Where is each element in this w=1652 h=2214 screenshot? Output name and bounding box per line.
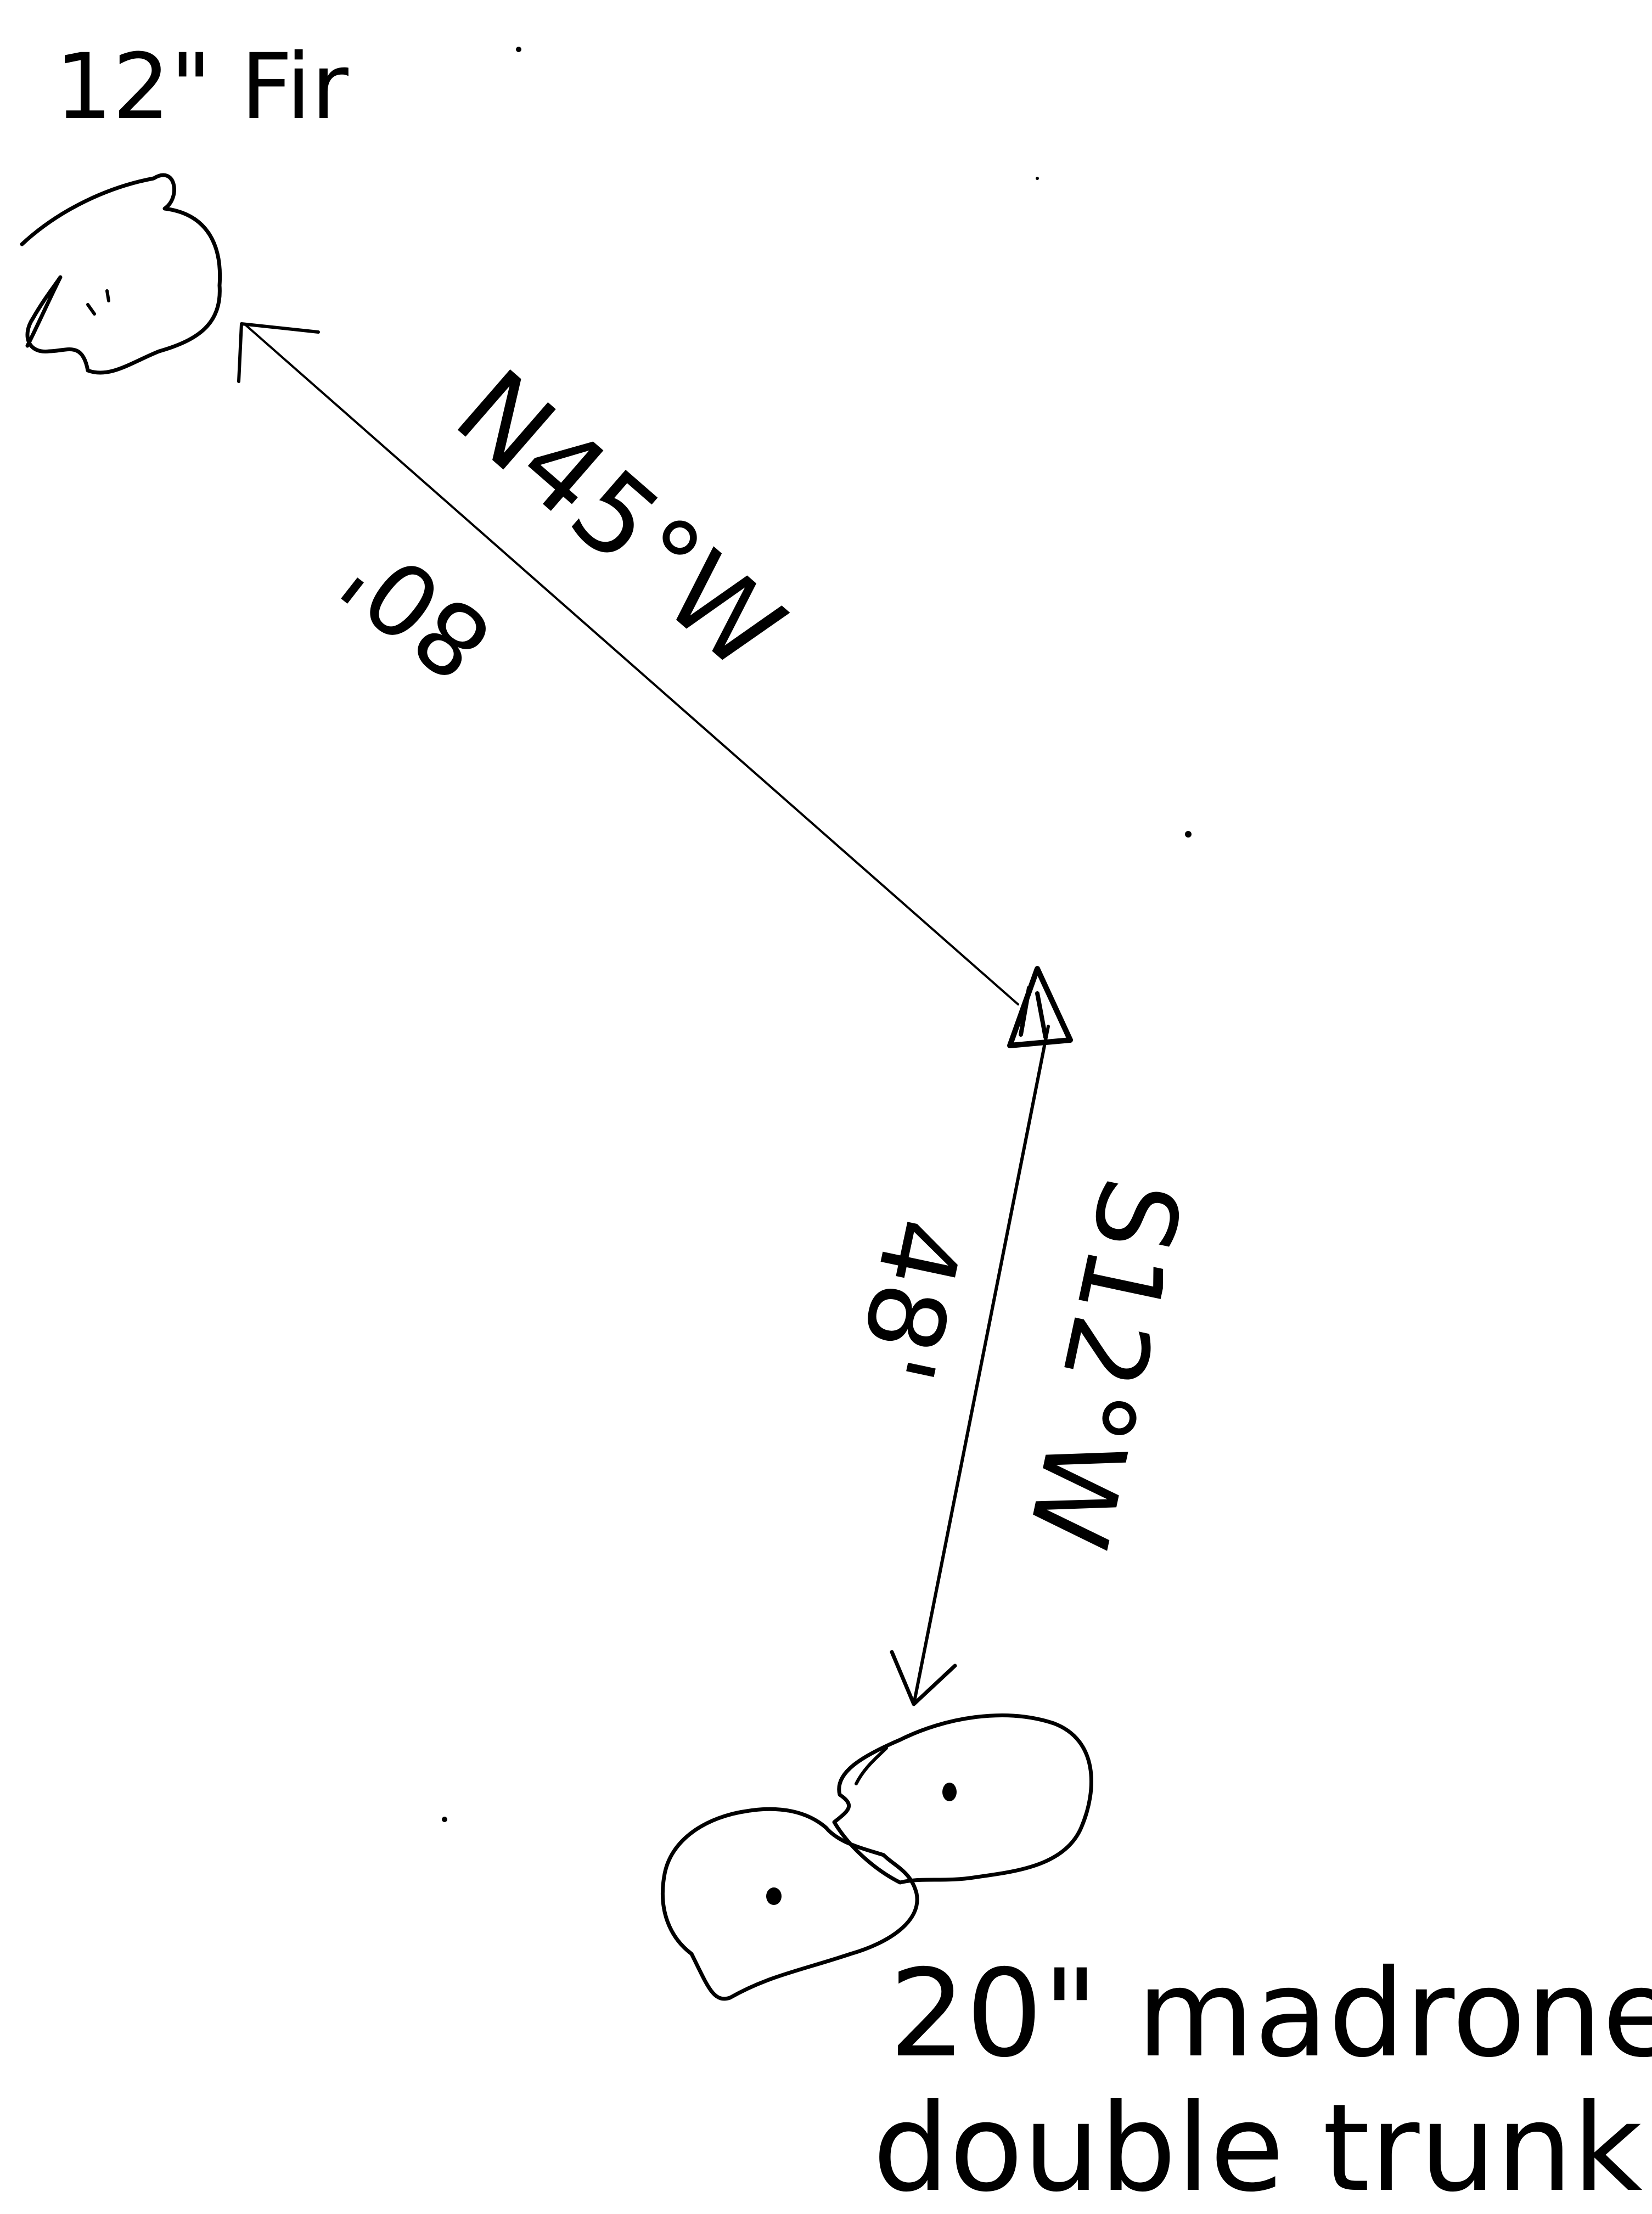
bearing-line-fir xyxy=(239,324,1018,1004)
distance-label-fir: 80' xyxy=(322,518,513,702)
distance-label-madrone: 48' xyxy=(833,1208,985,1391)
pen-specks xyxy=(442,47,1192,1822)
fir-trunk-icon xyxy=(22,175,220,373)
madrone-label-line-2: double trunk xyxy=(873,2078,1643,2214)
fir-label: 12" Fir xyxy=(55,34,349,139)
bearing-label-madrone: S12°W xyxy=(1002,1168,1205,1559)
triangle-station-icon xyxy=(1010,969,1070,1046)
madrone-label-line-1: 20" madrone xyxy=(889,1943,1652,2084)
